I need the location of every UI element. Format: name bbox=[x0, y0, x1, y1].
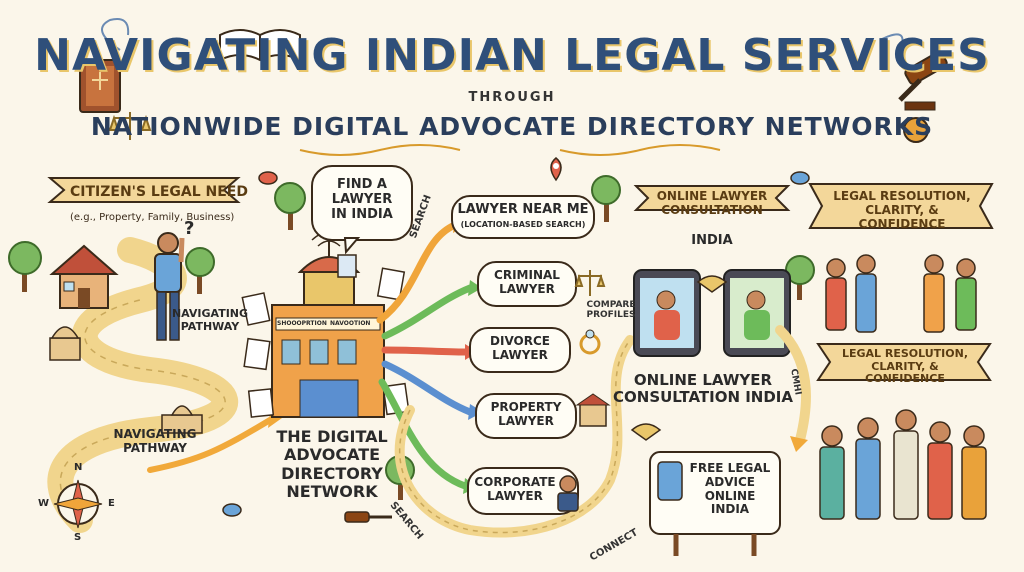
pathway-label-top: NAVIGATING PATHWAY bbox=[171, 307, 249, 333]
open-book-icon bbox=[219, 29, 301, 62]
compare-profiles-label: COMPARE PROFILES bbox=[586, 300, 636, 321]
building-icon bbox=[575, 393, 611, 427]
question-mark: ? bbox=[184, 218, 195, 239]
bird-icon bbox=[258, 171, 278, 185]
monument-icon bbox=[161, 405, 203, 434]
book-icon bbox=[79, 59, 121, 113]
free-advice-sign bbox=[649, 451, 781, 556]
compass-west: W bbox=[38, 498, 50, 509]
tree-icon bbox=[185, 247, 215, 294]
tablet-left bbox=[633, 269, 701, 357]
ribbon-citizen-need: CITIZEN'S LEGAL NEED bbox=[70, 184, 248, 200]
people-group-bottom bbox=[819, 409, 987, 520]
path-arrow-to-network bbox=[147, 417, 273, 473]
citizen-need-examples: (e.g., Property, Family, Business) bbox=[70, 212, 235, 223]
title-connector: THROUGH bbox=[468, 90, 556, 105]
pathway-label-bottom: NAVIGATING PATHWAY bbox=[113, 427, 197, 455]
directory-network-label: THE DIGITAL ADVOCATE DIRECTORY NETWORK bbox=[276, 427, 388, 502]
network-arrows bbox=[376, 221, 474, 490]
gavel-icon bbox=[344, 511, 392, 523]
ribbon-resolution-middle: LEGAL RESOLUTION, CLARITY, & CONFIDENCE bbox=[841, 347, 969, 386]
bird-icon bbox=[222, 503, 242, 517]
divorce-lawyer-bubble: DIVORCE LAWYER bbox=[490, 334, 550, 362]
compass-south: S bbox=[74, 532, 82, 543]
online-consultation-country: INDIA bbox=[691, 233, 733, 248]
storefront-sign-left: SHOOOPRTION bbox=[277, 320, 327, 327]
arrow-heads bbox=[463, 280, 482, 494]
property-lawyer-bubble: PROPERTY LAWYER bbox=[490, 400, 562, 428]
scales-icon bbox=[574, 270, 606, 296]
tablet-right bbox=[723, 269, 791, 357]
award-medal-icon bbox=[903, 117, 929, 143]
criminal-lawyer-bubble: CRIMINAL LAWYER bbox=[494, 268, 560, 296]
handshake-icon bbox=[630, 423, 662, 441]
page-subtitle: NATIONWIDE DIGITAL ADVOCATE DIRECTORY NE… bbox=[90, 112, 934, 141]
location-pin-icon bbox=[550, 157, 562, 182]
lawyer-near-me-subtitle: (LOCATION-BASED SEARCH) bbox=[460, 220, 586, 229]
gavel-icon bbox=[898, 51, 948, 111]
page-title: NAVIGATING INDIAN LEGAL SERVICES bbox=[34, 30, 990, 81]
tree-icon bbox=[8, 241, 42, 292]
bubble-shapes bbox=[311, 165, 595, 515]
resolution-arrow bbox=[775, 325, 811, 445]
bird-icon bbox=[790, 171, 810, 185]
temple-icon bbox=[49, 326, 81, 361]
scales-icon bbox=[108, 112, 152, 140]
tree-icon bbox=[274, 182, 306, 230]
find-lawyer-bubble: FIND A LAWYER IN INDIA bbox=[331, 177, 393, 222]
ribbon-resolution-top: LEGAL RESOLUTION, CLARITY, & CONFIDENCE bbox=[833, 189, 971, 231]
tree-icon bbox=[785, 255, 815, 300]
free-legal-advice-sign: FREE LEGAL ADVICE ONLINE INDIA bbox=[689, 461, 771, 517]
compass-east: E bbox=[108, 498, 115, 509]
storefront-sign-right: NAVOOTION bbox=[330, 320, 371, 327]
businessman-icon bbox=[557, 475, 579, 512]
corporate-lawyer-bubble: CORPORATE LAWYER bbox=[474, 475, 556, 503]
ribbon-shapes bbox=[47, 177, 994, 381]
online-consultation-caption: ONLINE LAWYER CONSULTATION INDIA bbox=[613, 371, 793, 407]
title-decorations bbox=[101, 18, 904, 156]
tree-icon bbox=[591, 175, 621, 222]
people-group-top bbox=[825, 254, 977, 333]
compass-rose-icon bbox=[53, 479, 103, 529]
citizen-figure bbox=[154, 232, 185, 341]
search-loop-path bbox=[394, 335, 635, 538]
house-icon bbox=[49, 244, 119, 309]
ribbon-online-consultation: ONLINE LAWYER CONSULTATION bbox=[656, 189, 768, 217]
compass-north: N bbox=[74, 462, 83, 473]
ring-icon bbox=[579, 329, 601, 355]
handshake-icon bbox=[696, 275, 728, 293]
lawyer-near-me-title: LAWYER NEAR ME bbox=[457, 202, 589, 217]
floating-documents bbox=[241, 254, 410, 418]
